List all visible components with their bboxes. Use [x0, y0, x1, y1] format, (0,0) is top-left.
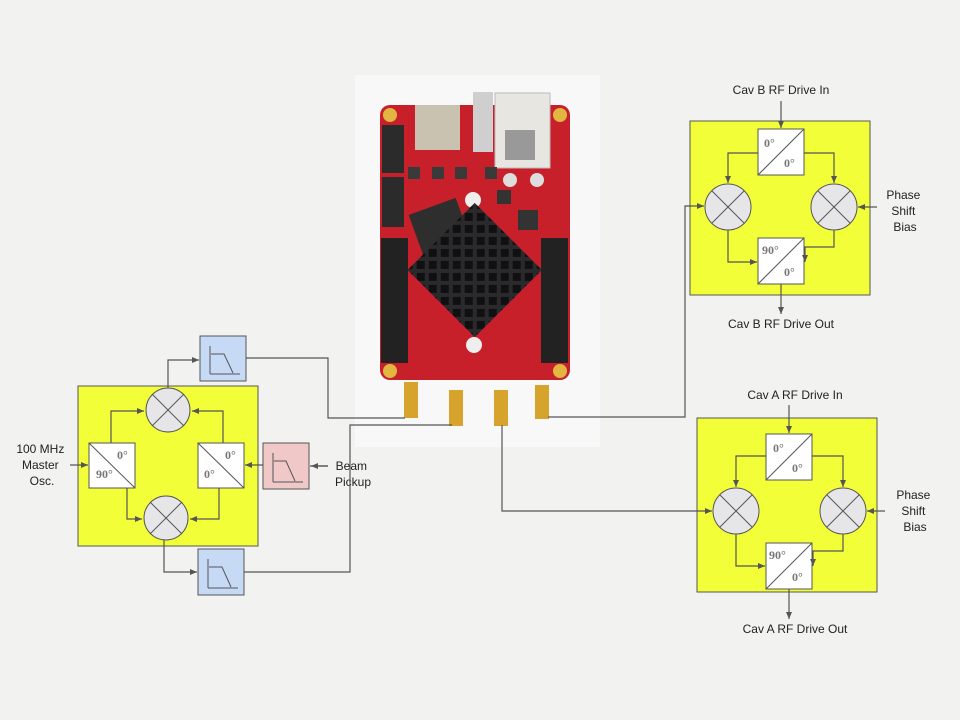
red-pitaya-board	[355, 75, 600, 447]
sma-in1	[404, 382, 418, 418]
mounting-hole	[383, 108, 397, 122]
svg-text:90°: 90°	[762, 243, 779, 257]
svg-text:0°: 0°	[784, 265, 795, 279]
cav-a-mixer-left	[712, 487, 760, 535]
splitter-left: 0° 90°	[88, 442, 136, 489]
cav-b-bias-label: Phase Shift Bias	[886, 188, 923, 234]
cav-b-splitter-bottom: 90° 0°	[757, 237, 805, 285]
svg-text:0°: 0°	[792, 570, 803, 584]
master-osc-label: 100 MHz Master Osc.	[16, 442, 67, 488]
iq-demodulator: 0° 90° 0° 0°	[16, 335, 371, 596]
chip	[518, 210, 538, 230]
cav-a-in-label: Cav A RF Drive In	[747, 388, 842, 402]
cav-a-splitter-top: 0° 0°	[765, 433, 813, 481]
cav-b-mixer-right	[810, 183, 858, 231]
chip	[485, 167, 497, 179]
cav-a-out-label: Cav A RF Drive Out	[743, 622, 848, 636]
capacitor	[503, 173, 517, 187]
sd-card-slot	[415, 105, 460, 150]
svg-text:0°: 0°	[773, 441, 784, 455]
mounting-hole	[383, 364, 397, 378]
cav-b-mixer-left	[704, 183, 752, 231]
cav-b-out-label: Cav B RF Drive Out	[728, 317, 835, 331]
wire-out1-to-cav-a	[501, 425, 712, 514]
chip	[432, 167, 444, 179]
wire-to-in2	[244, 424, 452, 573]
cav-b-in-label: Cav B RF Drive In	[733, 83, 830, 97]
gpio-header-right	[541, 238, 568, 363]
heatsink	[407, 202, 542, 338]
beam-pickup-label: Beam Pickup	[335, 459, 371, 489]
bandpass-filter	[262, 442, 310, 490]
wire-out2-to-cav-b	[548, 203, 704, 418]
sma-out1	[494, 390, 508, 426]
svg-text:0°: 0°	[764, 136, 775, 150]
lowpass-filter-bottom	[197, 548, 245, 596]
mount-standoff	[465, 192, 481, 208]
cav-b-modulator: 0° 0° 90° 0° Cav B RF Drive In Cav B RF …	[689, 83, 923, 331]
sma-out2	[535, 385, 549, 419]
cav-a-mixer-right	[819, 487, 867, 535]
qr-code	[505, 130, 535, 160]
svg-text:0°: 0°	[784, 156, 795, 170]
chip	[455, 167, 467, 179]
chip	[497, 190, 511, 204]
mount-standoff	[466, 337, 482, 353]
wire-to-in1	[246, 357, 405, 419]
capacitor	[530, 173, 544, 187]
cav-a-bias-label: Phase Shift Bias	[896, 488, 933, 534]
lowpass-filter-top	[199, 335, 247, 382]
splitter-right: 0° 0°	[197, 442, 245, 489]
mounting-hole	[553, 364, 567, 378]
sma-in2	[449, 390, 463, 426]
chip	[408, 167, 420, 179]
svg-text:90°: 90°	[769, 548, 786, 562]
sata-connector	[382, 177, 404, 227]
mixer-top	[145, 387, 191, 433]
phase-label: 0°	[225, 448, 236, 462]
phase-label: 90°	[96, 467, 113, 481]
sma-connectors	[404, 382, 549, 426]
cav-a-splitter-bottom: 90° 0°	[765, 542, 813, 590]
phase-label: 0°	[117, 448, 128, 462]
phase-label: 0°	[204, 467, 215, 481]
gpio-header-left	[381, 238, 408, 363]
mounting-hole	[553, 108, 567, 122]
mixer-bottom	[143, 495, 189, 541]
usb-connector	[473, 92, 493, 152]
cav-b-splitter-top: 0° 0°	[757, 128, 805, 176]
svg-text:0°: 0°	[792, 461, 803, 475]
cav-a-modulator: 0° 0° 90° 0° Cav A RF Drive In Cav A RF …	[696, 388, 933, 636]
sata-connector	[382, 125, 404, 173]
